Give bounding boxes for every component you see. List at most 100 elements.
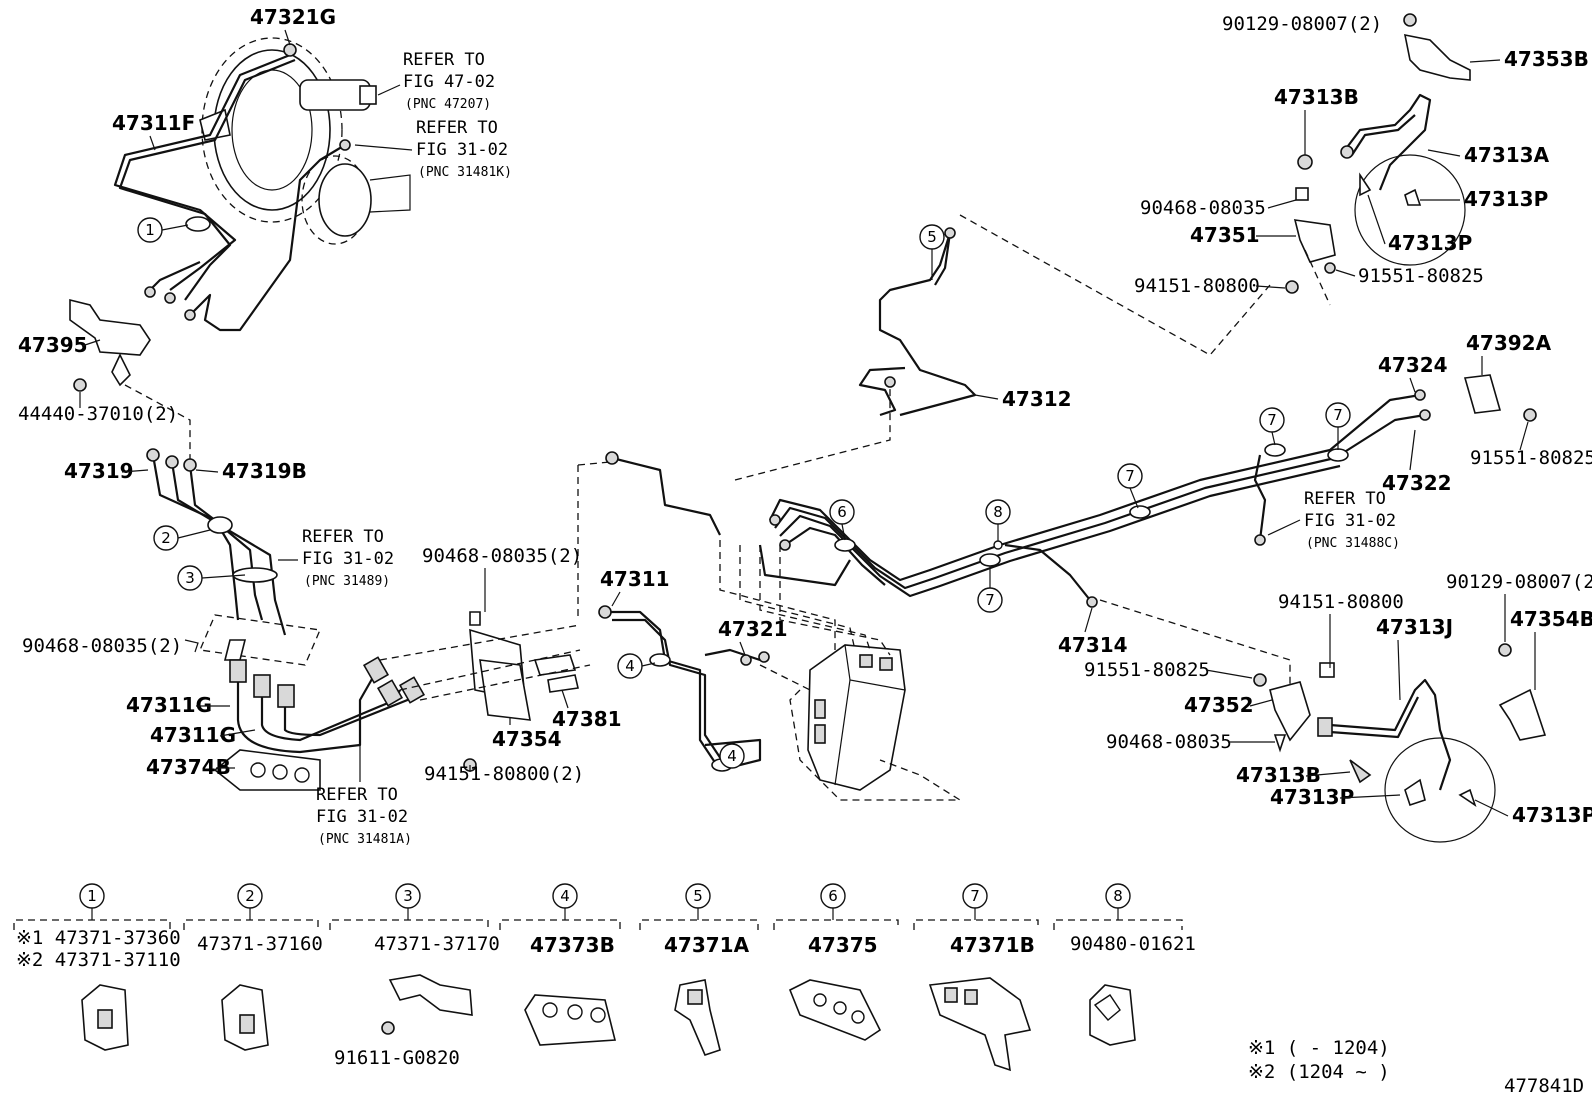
svg-text:3: 3 bbox=[403, 887, 413, 905]
svg-text:(PNC 31489): (PNC 31489) bbox=[304, 574, 390, 589]
svg-text:REFER TO: REFER TO bbox=[416, 118, 498, 138]
footnotes: ※1 ( - 1204) ※2 (1204 ~ ) 477841D bbox=[1248, 1037, 1584, 1097]
callout-6: 6 bbox=[829, 499, 855, 525]
callout-3: 3 bbox=[177, 565, 203, 591]
refer-note-3: REFER TO FIG 31-02 (PNC 31489) bbox=[278, 527, 394, 589]
callout-4b: 4 bbox=[719, 743, 745, 769]
abs-actuator bbox=[759, 644, 963, 801]
label-47322: 47322 bbox=[1382, 471, 1452, 495]
label-47354: 47354 bbox=[492, 727, 562, 751]
label-91551-80825-a: 91551-80825 bbox=[1358, 265, 1484, 287]
svg-text:7: 7 bbox=[1125, 467, 1135, 485]
callout-7b: 7 bbox=[1259, 407, 1285, 433]
svg-text:7: 7 bbox=[1267, 411, 1277, 429]
label-90129-08007-2a: 90129-08007(2) bbox=[1222, 13, 1382, 35]
label-47351: 47351 bbox=[1190, 223, 1260, 247]
svg-text:47371-37170: 47371-37170 bbox=[374, 933, 500, 955]
bracket-47395 bbox=[69, 298, 151, 392]
svg-text:※1 47371-37360: ※1 47371-37360 bbox=[16, 927, 181, 949]
label-47311: 47311 bbox=[600, 567, 670, 591]
svg-text:7: 7 bbox=[970, 887, 980, 905]
svg-text:1: 1 bbox=[145, 221, 155, 239]
legend-item-4: 4 47373B bbox=[499, 883, 621, 1046]
svg-text:FIG 31-02: FIG 31-02 bbox=[302, 549, 394, 569]
label-47395: 47395 bbox=[18, 333, 88, 357]
tube-47312 bbox=[858, 227, 977, 417]
label-47311F: 47311F bbox=[112, 111, 195, 135]
svg-text:※2 47371-37110: ※2 47371-37110 bbox=[16, 949, 181, 971]
refer-note-1: REFER TO FIG 47-02 (PNC 47207) bbox=[377, 50, 495, 112]
label-47319: 47319 bbox=[64, 459, 134, 483]
bracket-47392A bbox=[1463, 374, 1537, 422]
callout-8: 8 bbox=[985, 499, 1011, 525]
label-47311G-b: 47311G bbox=[150, 723, 236, 747]
label-47321G: 47321G bbox=[250, 5, 336, 29]
callout-2: 2 bbox=[153, 525, 179, 551]
label-47353B: 47353B bbox=[1504, 47, 1589, 71]
label-47313A: 47313A bbox=[1464, 143, 1550, 167]
label-47313P-c: 47313P bbox=[1270, 785, 1354, 809]
label-90468-08035-2a: 90468-08035(2) bbox=[22, 635, 182, 657]
svg-text:47375: 47375 bbox=[808, 933, 878, 957]
label-47312: 47312 bbox=[1002, 387, 1072, 411]
label-47313B-a: 47313B bbox=[1274, 85, 1359, 109]
callout-7d: 7 bbox=[977, 587, 1003, 613]
callout-5: 5 bbox=[919, 224, 945, 250]
svg-text:47371-37160: 47371-37160 bbox=[197, 933, 323, 955]
label-90129-08007-2b: 90129-08007(2) bbox=[1446, 571, 1592, 593]
label-90468-08035-d: 90468-08035 bbox=[1106, 731, 1232, 753]
svg-text:FIG 31-02: FIG 31-02 bbox=[1304, 511, 1396, 531]
legend-item-1: 1 ※1 47371-37360 ※2 47371-37110 bbox=[13, 883, 181, 1051]
svg-text:REFER TO: REFER TO bbox=[302, 527, 384, 547]
label-47314: 47314 bbox=[1058, 633, 1128, 657]
label-94151-80800-2: 94151-80800(2) bbox=[424, 763, 584, 785]
svg-text:4: 4 bbox=[625, 657, 635, 675]
svg-text:REFER TO: REFER TO bbox=[316, 785, 398, 805]
svg-text:4: 4 bbox=[560, 887, 570, 905]
label-47313P-b: 47313P bbox=[1388, 231, 1472, 255]
svg-text:FIG 47-02: FIG 47-02 bbox=[403, 72, 495, 92]
label-90468-08035-2b: 90468-08035(2) bbox=[422, 545, 582, 567]
left-tube-bundle bbox=[146, 448, 321, 666]
clamp-47374B bbox=[213, 749, 321, 791]
svg-text:7: 7 bbox=[985, 591, 995, 609]
refer-note-5: REFER TO FIG 31-02 (PNC 31488C) bbox=[1267, 489, 1400, 551]
label-94151-80800-a: 94151-80800 bbox=[1134, 275, 1260, 297]
svg-text:FIG 31-02: FIG 31-02 bbox=[416, 140, 508, 160]
legend-item-8: 8 90480-01621 bbox=[1053, 883, 1196, 1046]
svg-text:(PNC 31481K): (PNC 31481K) bbox=[418, 165, 512, 180]
footnote-2: ※2 (1204 ~ ) bbox=[1248, 1061, 1390, 1083]
svg-text:47371B: 47371B bbox=[950, 933, 1035, 957]
svg-text:90480-01621: 90480-01621 bbox=[1070, 933, 1196, 955]
svg-text:8: 8 bbox=[1113, 887, 1123, 905]
label-47313P-d: 47313P bbox=[1512, 803, 1592, 827]
svg-text:REFER TO: REFER TO bbox=[403, 50, 485, 70]
svg-text:1: 1 bbox=[87, 887, 97, 905]
label-47319B: 47319B bbox=[222, 459, 307, 483]
label-47313P-a: 47313P bbox=[1464, 187, 1548, 211]
label-47313B-b: 47313B bbox=[1236, 763, 1321, 787]
svg-text:3: 3 bbox=[185, 569, 195, 587]
flex-hoses-47311G bbox=[229, 656, 426, 754]
legend-item-2: 2 47371-37160 bbox=[183, 883, 323, 1051]
callout-1: 1 bbox=[137, 217, 163, 243]
label-94151-80800-b: 94151-80800 bbox=[1278, 591, 1404, 613]
svg-text:2: 2 bbox=[161, 529, 171, 547]
label-47324: 47324 bbox=[1378, 353, 1448, 377]
label-91551-80825-c: 91551-80825 bbox=[1084, 659, 1210, 681]
front-right-hose bbox=[1285, 13, 1471, 306]
legend-item-5: 5 47371A bbox=[639, 883, 759, 1056]
label-47352: 47352 bbox=[1184, 693, 1254, 717]
label-47321: 47321 bbox=[718, 617, 788, 641]
svg-text:5: 5 bbox=[927, 228, 937, 246]
svg-text:2: 2 bbox=[245, 887, 255, 905]
callout-7a: 7 bbox=[1117, 463, 1143, 489]
center-tubes bbox=[598, 451, 770, 772]
svg-text:(PNC 47207): (PNC 47207) bbox=[405, 97, 491, 112]
svg-text:6: 6 bbox=[837, 503, 847, 521]
svg-text:(PNC 31481A): (PNC 31481A) bbox=[318, 832, 412, 847]
master-cylinder-tubes bbox=[113, 43, 351, 332]
label-47392A: 47392A bbox=[1466, 331, 1552, 355]
label-47313J: 47313J bbox=[1376, 615, 1453, 639]
